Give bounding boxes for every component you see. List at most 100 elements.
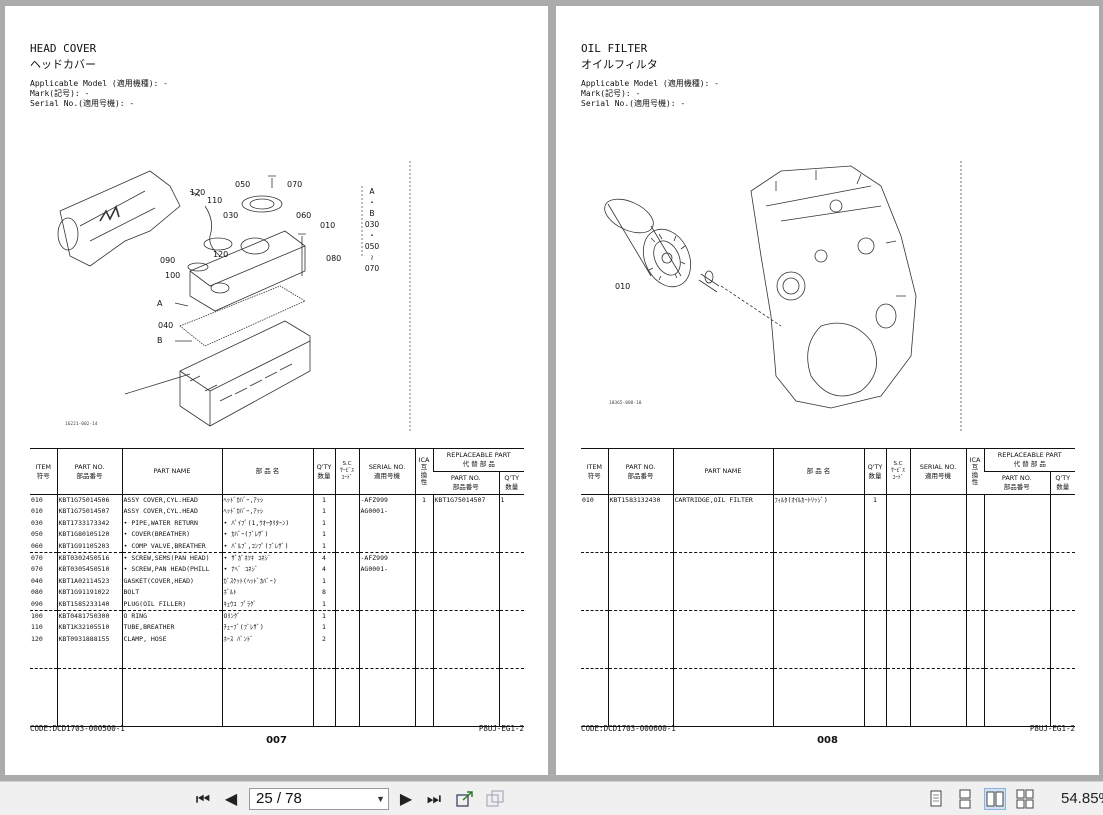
- cell-rp-no: [432, 552, 499, 565]
- two-page-view-icon[interactable]: [984, 788, 1006, 810]
- cell-item: 050: [31, 530, 43, 539]
- cell-item: 030: [31, 518, 43, 527]
- cell-name: PLUG(OIL FILLER): [121, 598, 222, 612]
- first-page-icon[interactable]: ⏮: [195, 789, 211, 808]
- figure-code: 10365-088-10: [609, 401, 642, 406]
- cell-ica: [965, 645, 984, 657]
- single-page-view-icon[interactable]: [925, 788, 947, 810]
- cell-serial: AG0001-: [358, 506, 415, 518]
- cell-name: ASSY COVER,CYL.HEAD: [121, 506, 222, 518]
- cell-item: [581, 576, 608, 587]
- cell-sc: [334, 691, 359, 704]
- cell-sc: [334, 714, 359, 728]
- cell-serial: [909, 540, 966, 553]
- table-row-empty: [581, 714, 1075, 727]
- prev-page-icon[interactable]: ◀: [224, 789, 238, 808]
- cell-sc: [334, 633, 359, 646]
- cell-part-no: KBT0931888155: [56, 633, 122, 646]
- cell-ica: [965, 494, 984, 507]
- cell-item: [581, 634, 608, 645]
- cell-qty: [312, 703, 335, 715]
- cell-jp: [772, 529, 864, 541]
- header-part-name-jp: 部 品 名: [772, 448, 864, 495]
- export-icon[interactable]: [455, 789, 475, 809]
- footer-code: CODE:DCD1703-000600-1: [581, 724, 676, 733]
- cell-name: • PIPE,WATER RETURN: [121, 517, 222, 530]
- cell-part-no: [607, 529, 673, 541]
- cell-part-no: [607, 575, 673, 588]
- table-row-empty: [30, 703, 524, 715]
- zoom-level[interactable]: 54.85%: [1061, 790, 1103, 807]
- cell-serial: [909, 680, 966, 692]
- cell-item: 010: [582, 496, 594, 504]
- footer-ref: P8UJ-EG1-2: [1029, 724, 1075, 733]
- cell-name: • COVER(BREATHER): [121, 529, 222, 541]
- table-row-empty: [581, 680, 1075, 692]
- cell-rp-qty: [498, 598, 524, 612]
- cell-name: [672, 517, 773, 530]
- header-rp-part-no: PART NO. 部品番号: [433, 471, 499, 495]
- cell-jp: [772, 540, 864, 553]
- table-row-empty: [30, 680, 524, 692]
- continuous-view-icon[interactable]: [954, 788, 976, 810]
- cell-serial: [909, 598, 966, 611]
- cell-item: [30, 645, 57, 656]
- cell-ica: [414, 622, 433, 634]
- cell-sc: [885, 668, 910, 681]
- parts-table: ITEM 符号 PART NO. 部品番号 PART NAME 部 品 名 Q'…: [581, 448, 1075, 727]
- header-rp-part-no: PART NO. 部品番号: [984, 471, 1050, 495]
- callout-090: 090: [160, 256, 176, 265]
- cell-ica: [965, 552, 984, 565]
- cell-qty: 1: [312, 610, 335, 623]
- table-row-empty: [581, 668, 1075, 681]
- cell-jp: [221, 645, 313, 657]
- cell-name: [672, 540, 773, 553]
- cell-rp-no: [432, 622, 499, 634]
- cell-jp: Oﾘﾝｸﾞ: [221, 610, 313, 623]
- cell-rp-no: [983, 494, 1050, 507]
- cell-part-no: [607, 610, 673, 623]
- cell-rp-qty: [498, 529, 524, 541]
- table-row-empty: [30, 714, 524, 728]
- cell-rp-qty: [1049, 691, 1075, 704]
- cell-qty: [863, 552, 886, 565]
- page-number-input[interactable]: 25 / 78 ▼: [249, 788, 389, 810]
- table-row-empty: [581, 610, 1075, 623]
- cell-sc: [885, 564, 910, 576]
- cell-jp: [772, 598, 864, 611]
- table-row-empty: [30, 645, 524, 657]
- last-page-icon[interactable]: ⏭: [426, 789, 442, 808]
- cell-part-no: KBT1585233140: [56, 598, 122, 612]
- callout-050: 050: [235, 180, 251, 189]
- cell-part-no: KBT1583132430: [607, 494, 673, 507]
- document-viewport[interactable]: HEAD COVER ヘッドカバー Applicable Model (適用機種…: [0, 0, 1103, 781]
- cell-jp: • ﾊﾞﾙﾌﾞ,ｺﾝﾌﾟ(ﾌﾞﾚｻﾞ): [221, 540, 313, 554]
- export-disabled-icon[interactable]: [485, 789, 505, 809]
- cell-qty: 1: [312, 494, 335, 507]
- cell-part-no: KBT1A02114523: [56, 575, 122, 588]
- cell-qty: 1: [312, 506, 335, 518]
- cell-name: [672, 598, 773, 611]
- cell-serial: [358, 540, 415, 554]
- two-page-continuous-view-icon[interactable]: [1014, 788, 1036, 810]
- chevron-down-icon[interactable]: ▼: [376, 794, 385, 804]
- cell-serial: [358, 610, 415, 623]
- cell-item: [581, 540, 608, 553]
- cell-part-no: KBT1G75014506: [56, 494, 122, 507]
- cell-part-no: [607, 645, 673, 657]
- cell-part-no: [56, 714, 122, 728]
- cell-ica: [965, 714, 984, 727]
- cell-item: [581, 692, 608, 703]
- cell-qty: 1: [312, 540, 335, 554]
- viewer-toolbar: ⏮ ◀ 25 / 78 ▼ ▶ ⏭ 54.85%: [0, 781, 1103, 815]
- next-page-icon[interactable]: ▶: [399, 789, 413, 808]
- cell-rp-no: [432, 714, 499, 728]
- cell-qty: [863, 656, 886, 669]
- cell-part-no: [607, 552, 673, 565]
- cell-part-no: [56, 680, 122, 692]
- cell-item: 070: [31, 565, 43, 574]
- cell-item: [30, 669, 57, 681]
- cell-item: [581, 610, 608, 622]
